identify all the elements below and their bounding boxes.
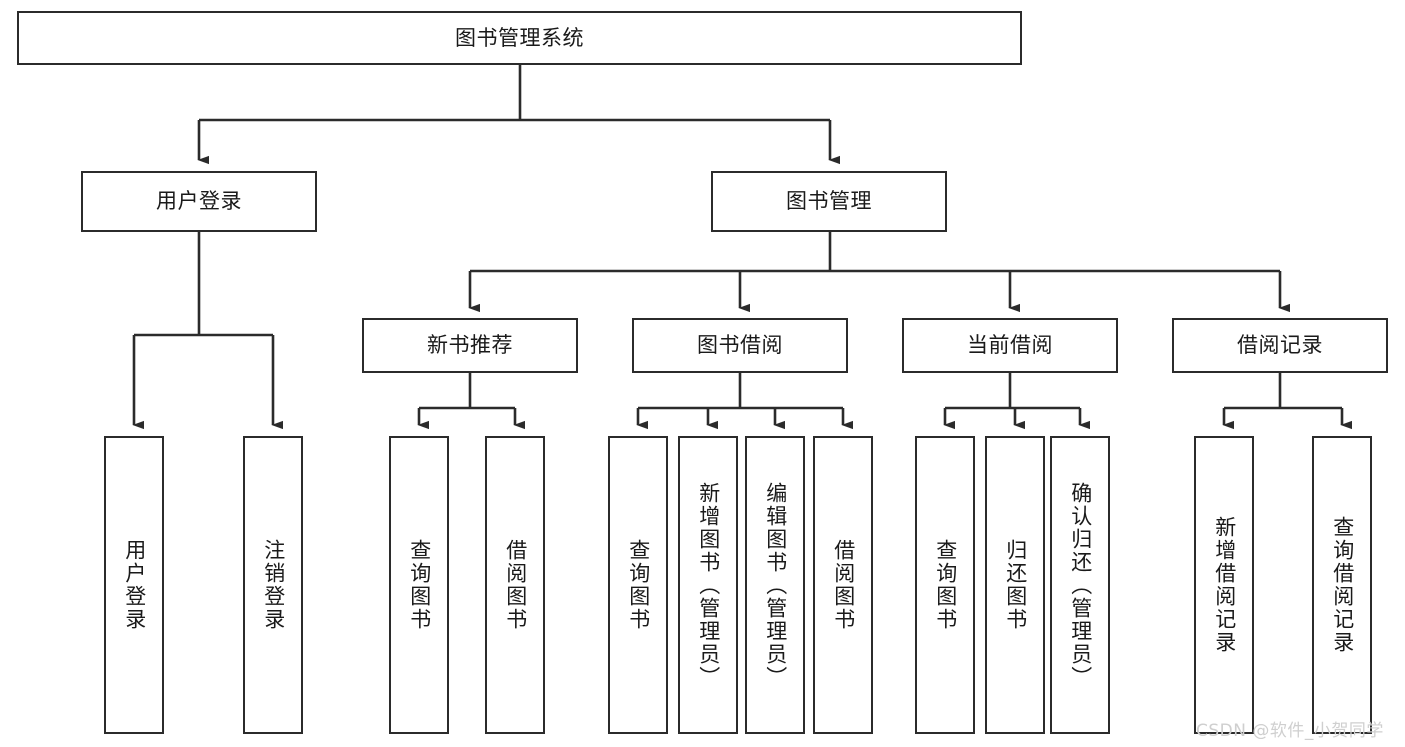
node-leaf-borrow-book-1-label: 借阅图书 xyxy=(503,539,528,631)
node-user-login-label: 用户登录 xyxy=(156,189,242,214)
node-borrow-record-label: 借阅记录 xyxy=(1237,333,1323,358)
node-leaf-borrow-book-1[interactable]: 借阅图书 xyxy=(485,436,545,734)
node-book-borrow[interactable]: 图书借阅 xyxy=(632,318,848,373)
node-book-manage-label: 图书管理 xyxy=(786,189,872,214)
node-leaf-edit-book[interactable]: 编辑图书（管理员） xyxy=(745,436,805,734)
node-root-label: 图书管理系统 xyxy=(455,25,584,50)
node-leaf-add-record-label: 新增借阅记录 xyxy=(1212,516,1237,654)
node-leaf-return-book-label: 归还图书 xyxy=(1003,539,1028,631)
node-leaf-return-book[interactable]: 归还图书 xyxy=(985,436,1045,734)
node-leaf-user-login-label: 用户登录 xyxy=(122,539,147,631)
node-book-borrow-label: 图书借阅 xyxy=(697,333,783,358)
node-leaf-confirm-return[interactable]: 确认归还（管理员） xyxy=(1050,436,1110,734)
csdn-watermark: CSDN @软件_小贺同学 xyxy=(1196,721,1384,741)
node-leaf-add-book-label: 新增图书（管理员） xyxy=(696,481,721,689)
node-leaf-add-book[interactable]: 新增图书（管理员） xyxy=(678,436,738,734)
node-leaf-borrow-book-2-label: 借阅图书 xyxy=(831,539,856,631)
node-current-borrow[interactable]: 当前借阅 xyxy=(902,318,1118,373)
node-leaf-query-book-2[interactable]: 查询图书 xyxy=(608,436,668,734)
node-new-book-recommend[interactable]: 新书推荐 xyxy=(362,318,578,373)
node-borrow-record[interactable]: 借阅记录 xyxy=(1172,318,1388,373)
node-leaf-query-record-label: 查询借阅记录 xyxy=(1330,516,1355,654)
node-leaf-query-book-1[interactable]: 查询图书 xyxy=(389,436,449,734)
node-leaf-logout-label: 注销登录 xyxy=(261,539,286,631)
node-leaf-add-record[interactable]: 新增借阅记录 xyxy=(1194,436,1254,734)
node-leaf-edit-book-label: 编辑图书（管理员） xyxy=(763,481,788,689)
node-leaf-confirm-return-label: 确认归还（管理员） xyxy=(1068,481,1093,689)
node-leaf-query-book-3-label: 查询图书 xyxy=(933,539,958,631)
node-root[interactable]: 图书管理系统 xyxy=(17,11,1022,65)
node-book-manage[interactable]: 图书管理 xyxy=(711,171,947,232)
node-current-borrow-label: 当前借阅 xyxy=(967,333,1053,358)
node-leaf-query-book-3[interactable]: 查询图书 xyxy=(915,436,975,734)
node-leaf-borrow-book-2[interactable]: 借阅图书 xyxy=(813,436,873,734)
node-leaf-query-book-1-label: 查询图书 xyxy=(407,539,432,631)
node-leaf-query-record[interactable]: 查询借阅记录 xyxy=(1312,436,1372,734)
node-new-book-recommend-label: 新书推荐 xyxy=(427,333,513,358)
node-user-login[interactable]: 用户登录 xyxy=(81,171,317,232)
node-leaf-logout[interactable]: 注销登录 xyxy=(243,436,303,734)
node-leaf-query-book-2-label: 查询图书 xyxy=(626,539,651,631)
node-leaf-user-login[interactable]: 用户登录 xyxy=(104,436,164,734)
